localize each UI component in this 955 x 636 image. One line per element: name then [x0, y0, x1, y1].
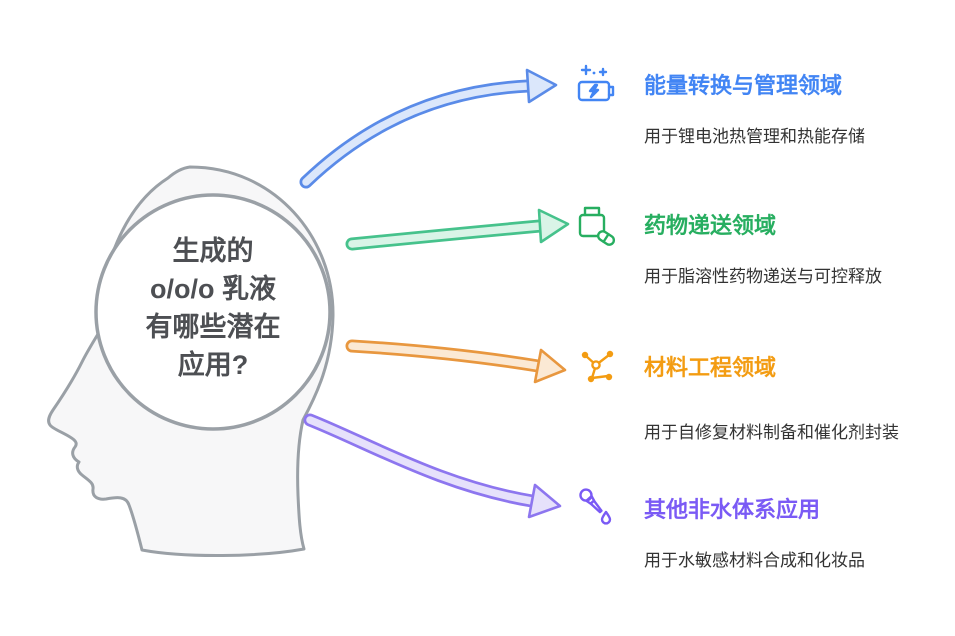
arrow-drug	[345, 208, 570, 251]
item-subtitle: 用于锂电池热管理和热能存储	[644, 127, 865, 146]
item-subtitle: 用于自修复材料制备和催化剂封装	[644, 423, 899, 442]
item-title: 其他非水体系应用	[644, 497, 821, 522]
brain-question-line: 生成的	[172, 236, 254, 266]
application-item-materials: 材料工程领域 用于自修复材料制备和催化剂封装	[572, 340, 932, 443]
item-title: 材料工程领域	[644, 355, 777, 380]
item-title: 能量转换与管理领域	[644, 73, 843, 98]
application-item-drug: 药物递送领域 用于脂溶性药物递送与可控释放	[572, 198, 932, 287]
medicine-box-icon	[572, 200, 620, 248]
item-header: 能量转换与管理领域	[572, 58, 932, 110]
brain-question-line: 有哪些潜在	[145, 312, 281, 342]
brain-question-line: 应用?	[177, 350, 249, 380]
item-subtitle: 用于脂溶性药物递送与可控释放	[644, 267, 882, 286]
item-header: 其他非水体系应用	[572, 482, 932, 534]
item-title: 药物递送领域	[644, 213, 777, 238]
head-silhouette	[47, 165, 335, 558]
arrow-energy	[299, 68, 558, 189]
item-header: 药物递送领域	[572, 198, 932, 250]
application-item-nonaqueous: 其他非水体系应用 用于水敏感材料合成和化妆品	[572, 482, 932, 571]
brain-question-line: o/o/o 乳液	[150, 274, 276, 304]
molecule-icon	[572, 342, 620, 390]
battery-charging-icon	[572, 60, 620, 108]
brain-question: 生成的 o/o/o 乳液 有哪些潜在 应用?	[96, 232, 330, 384]
item-subtitle: 用于水敏感材料合成和化妆品	[644, 551, 865, 570]
application-item-energy: 能量转换与管理领域 用于锂电池热管理和热能存储	[572, 58, 932, 147]
brain-bubble	[94, 193, 332, 431]
arrow-materials	[345, 339, 567, 384]
item-header: 材料工程领域	[572, 340, 932, 392]
arrow-nonaqueous	[303, 413, 562, 519]
dropper-icon	[572, 484, 620, 532]
